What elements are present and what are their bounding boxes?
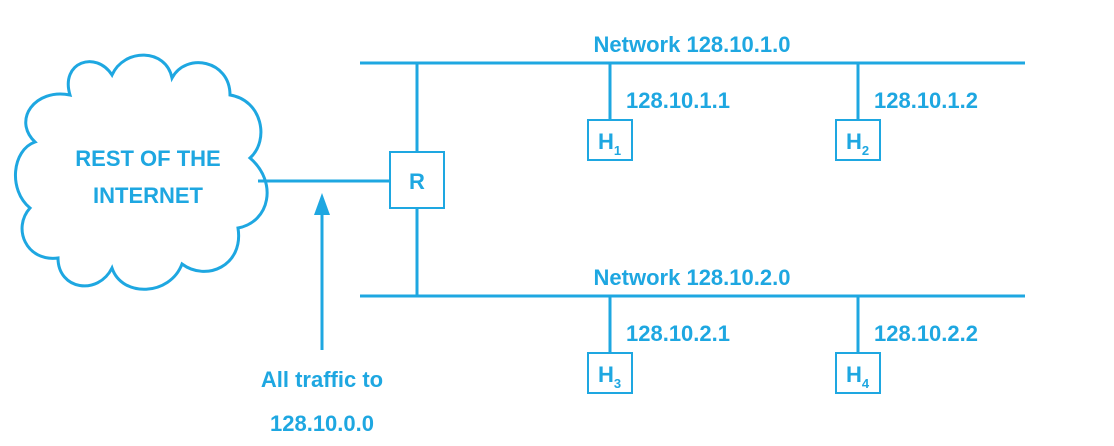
traffic-arrow-head [314,193,330,215]
router-label: R [409,169,425,194]
host-h2-label: H2 [846,129,869,158]
internet-cloud: REST OF THE INTERNET [14,53,269,291]
host-h2-ip: 128.10.1.2 [874,88,978,113]
host-h4: H4 128.10.2.2 [835,296,978,394]
network-2-label: Network 128.10.2.0 [594,265,791,290]
host-h2-subscript: 2 [862,143,869,158]
host-h4-ip: 128.10.2.2 [874,321,978,346]
host-h4-subscript: 4 [862,376,870,391]
traffic-label-line1: All traffic to [261,367,383,392]
host-h3-box [587,352,633,394]
host-h1: H1 128.10.1.1 [587,63,730,161]
cloud-shape [14,53,269,291]
host-h3-label: H3 [598,362,621,391]
network-1-label: Network 128.10.1.0 [594,32,791,57]
host-h1-box [587,119,633,161]
host-h2-box [835,119,881,161]
host-h3-subscript: 3 [614,376,621,391]
cloud-label-line2: INTERNET [93,183,204,208]
host-h1-label: H1 [598,129,621,158]
cloud-label-line1: REST OF THE [75,146,220,171]
host-h4-label: H4 [846,362,870,391]
router: R [389,151,445,209]
host-h3-ip: 128.10.2.1 [626,321,730,346]
traffic-label-line2: 128.10.0.0 [270,411,374,436]
host-h2: H2 128.10.1.2 [835,63,978,161]
traffic-annotation: All traffic to 128.10.0.0 [261,193,383,436]
host-h3: H3 128.10.2.1 [587,296,730,394]
network-2: Network 128.10.2.0 [360,265,1025,298]
network-1: Network 128.10.1.0 [360,32,1025,65]
host-h1-ip: 128.10.1.1 [626,88,730,113]
router-box [389,151,445,209]
host-h4-box [835,352,881,394]
host-h1-subscript: 1 [614,143,621,158]
